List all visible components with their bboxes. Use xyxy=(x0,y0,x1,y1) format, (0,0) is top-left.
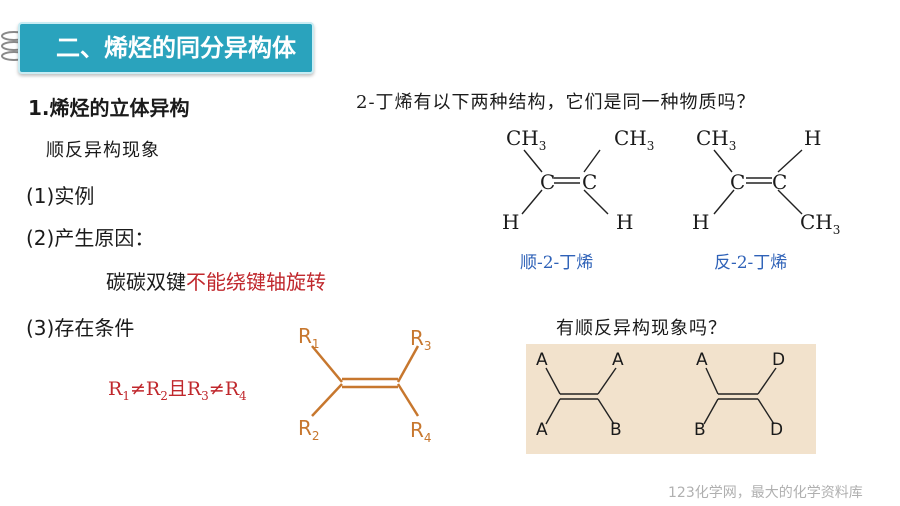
bond-r1 xyxy=(311,345,343,383)
reason-part2: 不能绕键轴旋转 xyxy=(186,270,326,294)
label-r4-sub: 4 xyxy=(423,431,432,445)
footer-watermark: 123化学网，最大的化学资料库 xyxy=(668,485,863,501)
cis-c-right: C xyxy=(582,170,598,194)
reason-text: 碳碳双键不能绕键轴旋转 xyxy=(106,266,326,295)
trans-bottom-right: CH3 xyxy=(800,210,840,237)
trans-bond-bl xyxy=(713,189,735,215)
label-r1-letter: R xyxy=(298,324,312,348)
cis-tl-text: CH xyxy=(506,126,539,150)
trans-2-butene-structure xyxy=(713,149,803,215)
trans-top-left: CH3 xyxy=(696,126,736,153)
cis-tr-text: CH xyxy=(614,126,647,150)
cond-r3: R xyxy=(186,378,202,400)
bond-r4 xyxy=(396,383,420,417)
cis-top-right: CH3 xyxy=(614,126,654,153)
cis-tr-sub: 3 xyxy=(646,139,655,153)
label-r2-letter: R xyxy=(298,416,312,440)
ex1-bond-bl xyxy=(545,398,561,425)
cis-bond-br xyxy=(583,189,609,215)
cond-r2: R xyxy=(145,378,161,400)
question-cis-trans: 有顺反异构现象吗？ xyxy=(556,318,727,339)
bond-r3 xyxy=(396,345,420,383)
ex1-bond-br xyxy=(597,398,615,425)
section-heading: 1.烯烃的立体异构 xyxy=(28,96,190,120)
cis-top-left: CH3 xyxy=(506,126,546,153)
label-r1: R1 xyxy=(298,324,320,351)
ex2-top-left: A xyxy=(696,350,708,370)
trans-br-text: CH xyxy=(800,210,833,234)
cond-ne1: ≠ xyxy=(129,378,146,400)
cond-s4: 4 xyxy=(239,388,247,403)
ex2-top-right: D xyxy=(772,350,786,370)
reason-part1: 碳碳双键 xyxy=(106,270,186,294)
cond-ne2: ≠ xyxy=(208,378,225,400)
subheading: 顺反异构现象 xyxy=(46,140,160,161)
cis-bottom-right: H xyxy=(616,210,634,234)
trans-tl-text: CH xyxy=(696,126,729,150)
label-r3-sub: 3 xyxy=(423,339,432,353)
ex1-top-left: A xyxy=(536,350,548,370)
label-r2-sub: 2 xyxy=(311,429,320,443)
cis-2-butene-structure xyxy=(521,149,609,215)
label-r2: R2 xyxy=(298,416,320,443)
trans-c-left: C xyxy=(730,170,746,194)
ex1-bond-tl xyxy=(545,367,561,395)
ex1-bottom-right: B xyxy=(610,420,622,440)
item-reason: (2)产生原因： xyxy=(26,226,155,250)
ex2-bottom-right: D xyxy=(770,420,784,440)
cis-bond-tl xyxy=(523,149,543,173)
cis-tl-sub: 3 xyxy=(538,139,547,153)
cis-name: 顺-2-丁烯 xyxy=(520,253,594,273)
label-r4-letter: R xyxy=(410,418,424,442)
label-r1-sub: 1 xyxy=(311,337,320,351)
cond-s1: 1 xyxy=(122,388,130,403)
cis-bond-tr xyxy=(583,149,601,173)
condition-formula: R1≠R2且R3≠R4 xyxy=(108,374,247,403)
item-example: (1)实例 xyxy=(26,184,95,208)
trans-tl-sub: 3 xyxy=(728,139,737,153)
cond-r4: R xyxy=(224,378,240,400)
label-r3: R3 xyxy=(410,326,432,353)
ex2-bond-bl xyxy=(703,398,719,425)
general-alkene-structure xyxy=(311,345,420,417)
ex1-bottom-left: A xyxy=(536,420,548,440)
trans-top-right: H xyxy=(804,126,822,150)
ex2-bond-br xyxy=(757,398,775,425)
cis-bottom-left: H xyxy=(502,210,520,234)
ex1-top-right: A xyxy=(612,350,624,370)
example-box: A A A B A D B D xyxy=(526,344,816,454)
ex2-bond-tl xyxy=(705,367,719,395)
ex2-bottom-left: B xyxy=(694,420,706,440)
cond-s3: 3 xyxy=(201,388,209,403)
question-2-butene: 2-丁烯有以下两种结构，它们是同一种物质吗？ xyxy=(356,92,756,113)
trans-bond-tr xyxy=(777,149,803,173)
cis-bond-bl xyxy=(521,189,543,215)
cis-c-left: C xyxy=(540,170,556,194)
label-r4: R4 xyxy=(410,418,432,445)
trans-bond-tl xyxy=(713,149,733,173)
example-structures xyxy=(545,367,777,425)
trans-bottom-left: H xyxy=(692,210,710,234)
bond-r2 xyxy=(311,383,343,417)
item-condition: (3)存在条件 xyxy=(26,316,135,340)
cond-s2: 2 xyxy=(160,388,168,403)
trans-name: 反-2-丁烯 xyxy=(714,253,788,273)
title-banner: 二、烯烃的同分异构体 xyxy=(18,22,314,74)
trans-bond-br xyxy=(777,189,803,215)
ex2-bond-tr xyxy=(757,367,777,395)
ex1-bond-tr xyxy=(597,367,617,395)
label-r3-letter: R xyxy=(410,326,424,350)
cond-and: 且 xyxy=(167,378,187,400)
page-title: 二、烯烃的同分异构体 xyxy=(56,34,296,62)
trans-c-right: C xyxy=(772,170,788,194)
cond-r1: R xyxy=(108,378,123,400)
trans-br-sub: 3 xyxy=(832,223,841,237)
